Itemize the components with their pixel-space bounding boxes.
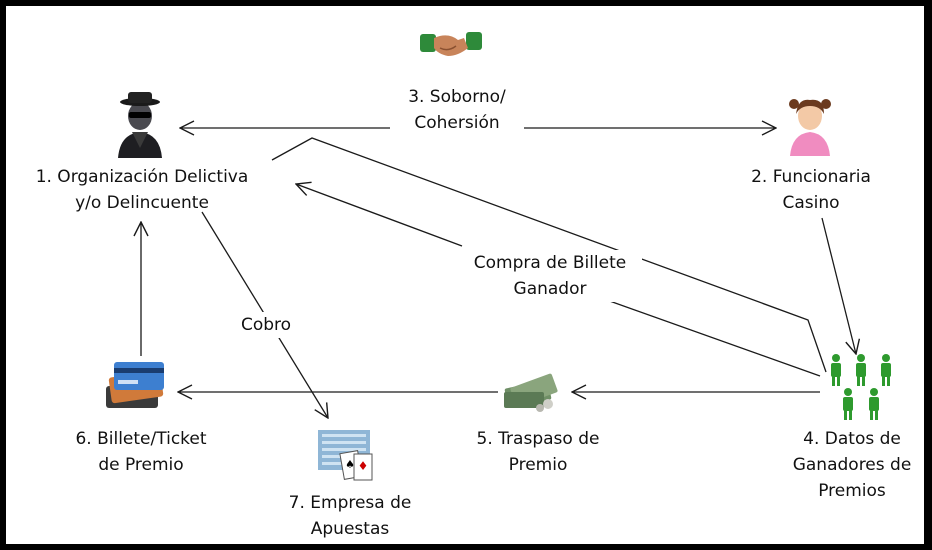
- datos-label: 4. Datos de Ganadores de Premios: [780, 426, 924, 504]
- compra-arrow: [589, 293, 821, 377]
- funcionaria-label-line2: Casino: [782, 193, 840, 213]
- datos-label-line1: 4. Datos de: [803, 429, 901, 449]
- woman-icon: [789, 99, 831, 156]
- organizacion-label-line1: 1. Organización Delictiva: [35, 167, 249, 187]
- funcionaria-to-datos-arrow: [821, 217, 856, 354]
- people-group-icon: [831, 354, 891, 420]
- empresa-label: 7. Empresa de Apuestas: [270, 490, 430, 542]
- organizacion-label: 1. Organización Delictiva y/o Delincuent…: [16, 164, 268, 216]
- datos-to-org-line: [271, 137, 827, 373]
- empresa-label-line1: 7. Empresa de: [288, 493, 412, 513]
- datos-label-line3: Premios: [818, 481, 886, 501]
- casino-building-icon: ♦ ♠: [318, 430, 373, 481]
- billete-label-line2: de Premio: [98, 455, 184, 475]
- svg-text:♦: ♦: [358, 459, 369, 473]
- organizacion-label-line2: y/o Delincuente: [75, 193, 209, 213]
- svg-text:♠: ♠: [345, 458, 355, 471]
- compra-label-line1: Compra de Billete: [473, 253, 627, 273]
- compra-label: Compra de Billete Ganador: [458, 250, 642, 302]
- soborno-label: 3. Soborno/ Cohersión: [390, 84, 524, 136]
- money-icon: [504, 373, 558, 412]
- soborno-label-line2: Cohersión: [414, 113, 500, 133]
- billete-label-line1: 6. Billete/Ticket: [75, 429, 207, 449]
- empresa-label-line2: Apuestas: [310, 519, 390, 539]
- compra-arrow-head: [296, 184, 463, 247]
- traspaso-label-line1: 5. Traspaso de: [476, 429, 600, 449]
- cobro-label: Cobro: [232, 312, 300, 338]
- soborno-label-line1: 3. Soborno/: [408, 87, 506, 107]
- traspaso-label-line2: Premio: [508, 455, 568, 475]
- handshake-icon: [420, 32, 482, 56]
- funcionaria-label: 2. Funcionaria Casino: [726, 164, 896, 216]
- datos-label-line2: Ganadores de: [792, 455, 912, 475]
- credit-cards-icon: [106, 362, 164, 408]
- compra-label-line2: Ganador: [513, 279, 587, 299]
- billete-label: 6. Billete/Ticket de Premio: [46, 426, 236, 478]
- funcionaria-label-line1: 2. Funcionaria: [751, 167, 871, 187]
- criminal-icon: [118, 92, 162, 158]
- cobro-label-text: Cobro: [240, 315, 292, 335]
- traspaso-label: 5. Traspaso de Premio: [448, 426, 628, 478]
